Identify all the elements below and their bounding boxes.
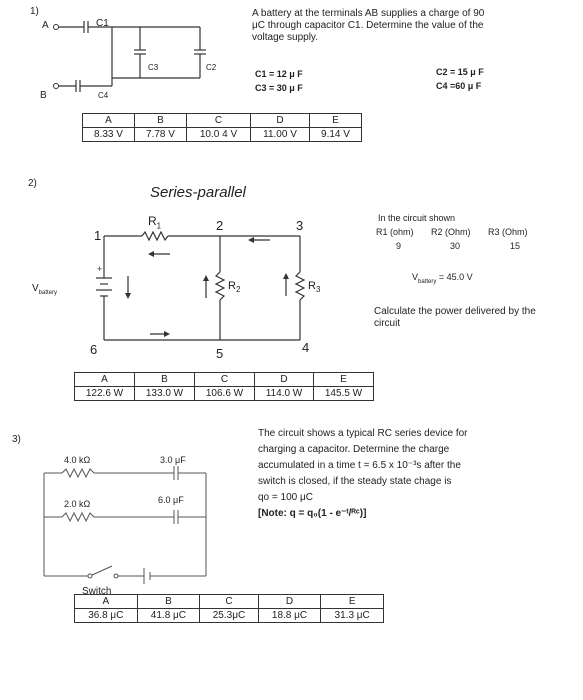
q2-value-r3: 15 [510,241,521,251]
q2-value-r1: 9 [396,241,402,251]
q2-value-r2: 30 [450,241,461,251]
q1-option-value[interactable]: 7.78 V [133,127,187,142]
q2-node-3: 3 [296,218,304,233]
q1-given-c3: C3 = 30 μ F [255,83,303,93]
q3-r-bottom-label: 2.0 kΩ [64,499,91,509]
q2-option-value[interactable]: 133.0 W [134,386,195,401]
q1-c2-label: C2 [206,63,217,72]
q3-option-letter: E [320,594,384,609]
q2-options-table: A B C D E 122.6 W 133.0 W 106.6 W 114.0 … [74,372,375,401]
q1-circuit [53,21,206,92]
q2-node-1: 1 [94,228,102,243]
q2-r1-sub: 1 [156,221,162,231]
q2-vbat-letter: V [412,272,419,282]
q3-text-line: The circuit shows a typical RC series de… [258,428,468,439]
q3-circuit [43,466,207,584]
q1-number: 1) [30,6,39,17]
q2-node-6: 6 [90,342,98,357]
q2-node-2: 2 [216,218,224,233]
q3-number: 3) [12,434,21,445]
q2-node-5: 5 [216,346,224,361]
q2-header-r2: R2 (Ohm) [431,227,471,237]
q2-r1-label: R1 [148,214,161,230]
q1-given-c4: C4 =60 μ F [436,81,482,91]
q3-text-line: switch is closed, if the steady state ch… [258,476,452,487]
q3-option-value[interactable]: 18.8 μC [257,608,322,623]
q1-c3-label: C3 [148,63,159,72]
q3-r-top-label: 4.0 kΩ [64,455,91,465]
q1-node-a: A [42,20,49,31]
q1-option-value[interactable]: 10.0 4 V [185,127,252,142]
q2-option-value[interactable]: 106.6 W [194,386,255,401]
q1-given-c1: C1 = 12 μ F [255,69,303,79]
q2-circuit: + [96,230,306,341]
q1-c1-label: C1 [96,18,109,29]
q2-r1-letter: R [148,214,157,228]
q3-option-value[interactable]: 41.8 μC [136,608,201,623]
q3-c-top-label: 3.0 μF [160,455,186,465]
q2-option-value[interactable]: 114.0 W [254,386,314,401]
q2-r3-sub: 3 [315,285,321,295]
q3-text-line: charging a capacitor. Determine the char… [258,444,450,455]
q2-vbattery-line: Vbattery = 45.0 V [412,272,473,285]
q1-prompt: A battery at the terminals AB supplies a… [252,8,485,43]
q2-header-r1: R1 (ohm) [376,227,414,237]
q3-options-table: A B C D E 36.8 μC 41.8 μC 25.3μC 18.8 μC… [74,594,384,623]
q2-node-4: 4 [302,340,310,355]
svg-text:+: + [97,264,102,274]
q2-r3-letter: R [308,280,316,292]
q2-number: 2) [28,178,37,189]
q2-r3-label: R3 [308,280,320,294]
q3-option-value[interactable]: 36.8 μC [74,608,138,623]
q3-option-value[interactable]: 25.3μC [199,608,259,623]
q3-text: The circuit shows a typical RC series de… [258,426,528,522]
q3-option-letter: C [199,594,259,609]
q1-c4-label: C4 [98,91,109,100]
q3-option-value[interactable]: 31.3 μC [320,608,384,623]
q2-question: Calculate the power delivered by the cir… [374,306,536,329]
q3-note: [Note: q = q₀(1 - e⁻ᵗ/ᴿᶜ)] [258,508,367,519]
q2-r2-label: R2 [228,280,240,294]
q3-option-letter: A [74,594,138,609]
q2-intro: In the circuit shown [378,213,456,223]
q3-c-bottom-label: 6.0 μF [158,495,184,505]
q3-text-line: qo = 100 μC [258,492,313,503]
q3-switch-label: Switch [82,586,112,597]
q2-option-value[interactable]: 145.5 W [312,386,375,401]
q1-options-table: A B C D E 8.33 V 7.78 V 10.0 4 V 11.00 V… [82,113,363,142]
q2-vbattery-letter: V [32,283,39,294]
q2-vbattery-label: Vbattery [32,283,57,296]
q2-title: Series-parallel [150,184,246,201]
q2-vbat-sub: battery [418,278,437,285]
q2-option-letter: D [254,372,314,387]
q2-vbat-value: = 45.0 V [438,272,473,282]
q1-node-b: B [40,90,47,101]
q2-r2-letter: R [228,280,236,292]
q2-r2-sub: 2 [235,285,241,295]
q1-given-c2: C2 = 15 μ F [436,67,484,77]
q2-option-value[interactable]: 122.6 W [74,386,135,401]
q2-option-letter: E [312,372,375,387]
q3-option-letter: B [136,594,201,609]
q2-vbattery-sub: battery [38,290,58,296]
q2-header-r3: R3 (Ohm) [488,227,528,237]
q3-text-line: accumulated in a time t = 6.5 x 10⁻³s af… [258,460,461,471]
q3-option-letter: D [257,594,322,609]
q1-option-value[interactable]: 9.14 V [308,127,363,142]
